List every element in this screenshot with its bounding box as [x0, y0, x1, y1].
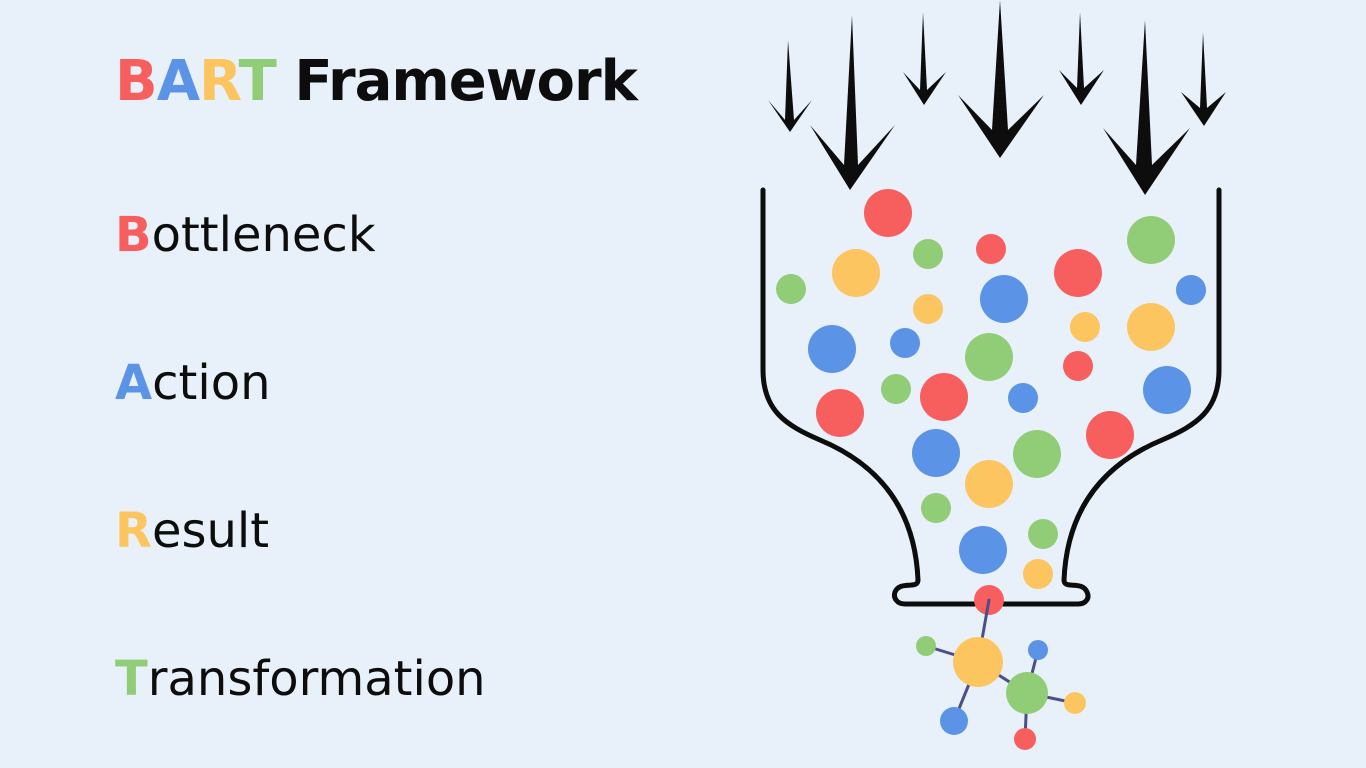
ball-icon: [1063, 351, 1093, 381]
list-item-action: Action: [115, 348, 271, 418]
ball-icon: [1176, 275, 1206, 305]
molecule-icon: [916, 598, 1086, 750]
down-arrow-icon: [1059, 12, 1104, 105]
ball-icon: [921, 493, 951, 523]
balls: [776, 189, 1206, 615]
down-arrow-icon: [903, 12, 946, 105]
ball-icon: [913, 294, 943, 324]
item-label: ottleneck: [151, 207, 376, 263]
ball-icon: [1143, 366, 1191, 414]
ball-icon: [1013, 430, 1061, 478]
ball-icon: [1127, 216, 1175, 264]
ball-icon: [913, 239, 943, 269]
down-arrow-icon: [810, 15, 895, 190]
ball-icon: [1054, 249, 1102, 297]
ball-icon: [980, 275, 1028, 323]
down-arrow-icon: [958, 0, 1044, 158]
ball-icon: [1070, 312, 1100, 342]
ball-icon: [776, 274, 806, 304]
item-label: esult: [151, 503, 270, 559]
down-arrow-icon: [768, 40, 812, 132]
ball-icon: [1023, 559, 1053, 589]
ball-icon: [912, 429, 960, 477]
ball-icon: [1028, 519, 1058, 549]
ball-icon: [881, 374, 911, 404]
item-label: ransformation: [147, 651, 486, 707]
ball-icon: [816, 389, 864, 437]
item-initial: R: [115, 503, 152, 559]
ball-icon: [965, 460, 1013, 508]
item-initial: A: [115, 355, 153, 411]
ball-icon: [890, 328, 920, 358]
title-letter-t: T: [238, 49, 277, 114]
ball-icon: [1127, 303, 1175, 351]
title-letter-b: B: [115, 49, 158, 114]
page-title: BART Framework: [115, 44, 638, 120]
down-arrow-icon: [1103, 20, 1190, 195]
ball-icon: [976, 234, 1006, 264]
arrows: [768, 0, 1226, 195]
down-arrow-icon: [1181, 32, 1226, 126]
title-letter-a: A: [156, 49, 200, 114]
ball-icon: [1008, 383, 1038, 413]
list-item-bottleneck: Bottleneck: [115, 200, 376, 270]
item-label: ction: [152, 355, 271, 411]
list-item-result: Result: [115, 496, 269, 566]
ball-icon: [965, 333, 1013, 381]
title-rest: Framework: [294, 49, 637, 114]
ball-icon: [808, 325, 856, 373]
ball-icon: [1086, 411, 1134, 459]
ball-icon: [959, 526, 1007, 574]
item-initial: T: [115, 651, 148, 707]
list-item-transformation: Transformation: [115, 644, 486, 714]
title-letter-r: R: [199, 49, 240, 114]
ball-icon: [920, 373, 968, 421]
ball-icon: [832, 249, 880, 297]
ball-icon: [864, 189, 912, 237]
item-initial: B: [115, 207, 152, 263]
